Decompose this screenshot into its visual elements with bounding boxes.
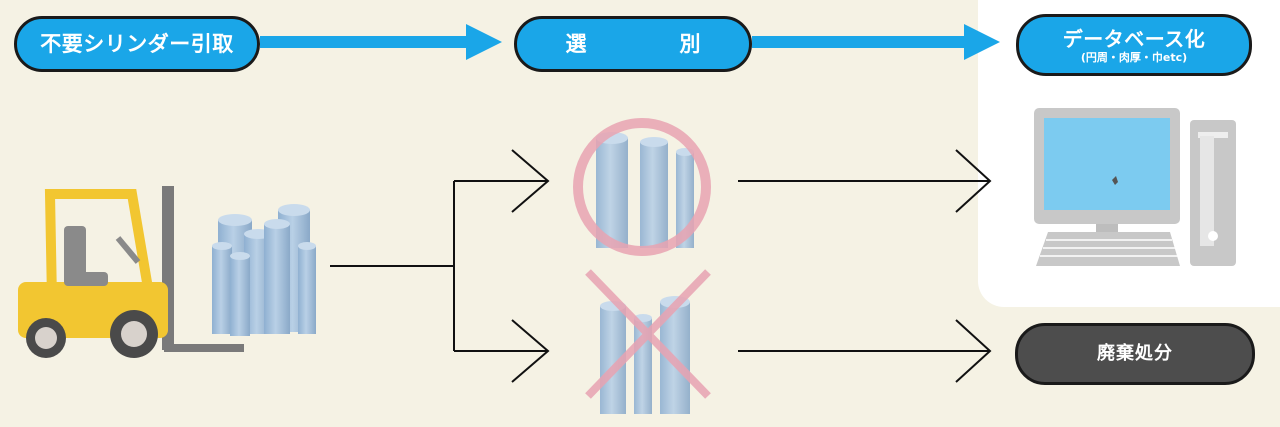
step-collect-cylinders: 不要シリンダー引取 [14, 16, 260, 72]
step-database: データベース化 (円周・肉厚・巾etc) [1016, 14, 1252, 76]
desktop-computer-icon [1034, 108, 1236, 266]
step-database-sublabel: (円周・肉厚・巾etc) [1081, 51, 1187, 64]
step-sorting-label: 選 別 [530, 32, 737, 56]
step-database-label: データベース化 [1063, 27, 1206, 51]
flow-arrow-to-database [738, 150, 990, 212]
step-collect-label: 不要シリンダー引取 [40, 32, 234, 56]
accepted-cylinders-icon [596, 132, 694, 248]
step-disposal: 廃棄処分 [1015, 323, 1255, 385]
branch-connector [330, 150, 548, 382]
forklift-icon [18, 186, 244, 358]
header-arrow-1 [260, 24, 502, 60]
step-sorting: 選 別 [514, 16, 752, 72]
rejected-cylinders-icon [600, 296, 690, 414]
step-disposal-label: 廃棄処分 [1097, 342, 1173, 366]
cylinder-stack-icon [212, 204, 316, 336]
flow-arrow-to-disposal [738, 320, 990, 382]
header-arrow-2 [752, 24, 1000, 60]
